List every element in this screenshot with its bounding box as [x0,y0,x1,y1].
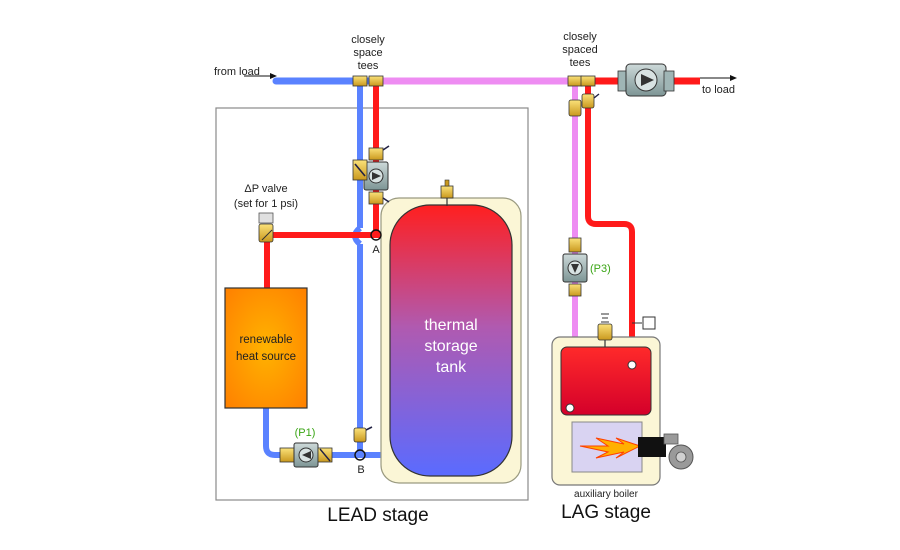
lead-hot-pump-icon [363,161,389,191]
burner-icon [638,433,694,470]
junction-b-marker [354,449,366,461]
closely-spaced-tees-right [567,75,596,87]
boiler-hot-port [627,360,637,370]
load-pump-icon [617,63,675,97]
pump-p1-label: (P1) [295,427,316,439]
pump-p1-icon [279,442,333,468]
air-vent-icon [440,179,454,206]
tank-label-line1: thermal [424,317,477,334]
lead-cold-valve-icon [352,159,368,181]
to-load-arrow [700,75,737,81]
tank-label-line3: tank [436,359,467,376]
boiler-label: auxiliary boiler [574,489,639,500]
closely-spaced-tees-left [352,75,384,87]
heat-source-label-line2: heat source [236,351,296,363]
to-load-label: to load [702,84,735,96]
lag-stage-label: LAG stage [561,502,651,523]
burner-flame-icon [579,437,642,459]
tank-shell [389,204,513,477]
tees-right-label-line2: spaced [562,44,597,56]
cold-to-source [263,408,360,458]
heat-source-label-line1: renewable [239,334,292,346]
pump-p3-label: (P3) [590,263,611,275]
lead-drain-valve-icon [353,426,373,443]
from-load-arrow [244,73,277,79]
lead-stage-label: LEAD stage [327,505,428,526]
purge-valve-icon [368,145,390,161]
tees-left-label-line3: tees [358,60,379,72]
lag-valve-icon [568,99,582,117]
from-load-label: from load [214,66,260,78]
tees-left-label-line2: space [353,47,382,59]
lag-check-valve-icon [581,93,600,109]
tees-right-label-line1: closely [563,31,597,43]
boiler-return-port [565,403,575,413]
dp-valve-label-line1: ΔP valve [244,183,287,195]
dp-valve-label-line2: (set for 1 psi) [234,198,298,210]
tees-left-label-line1: closely [351,34,385,46]
tees-right-label-line3: tees [570,57,591,69]
dp-valve-icon [258,212,274,243]
check-valve-icon [368,191,390,205]
pump-p3-icon [562,237,588,297]
junction-a-marker [370,229,382,241]
boiler-controller-icon [632,316,656,330]
boiler-heat-exchanger [560,346,652,416]
tank-label-line2: storage [424,338,477,355]
junction-b-label: B [357,464,364,476]
lead-stage-frame [215,107,529,501]
renewable-heat-source [224,287,308,409]
relief-valve-icon [597,313,613,347]
junction-a-label: A [372,244,380,256]
lag-hot-rise [585,86,635,360]
